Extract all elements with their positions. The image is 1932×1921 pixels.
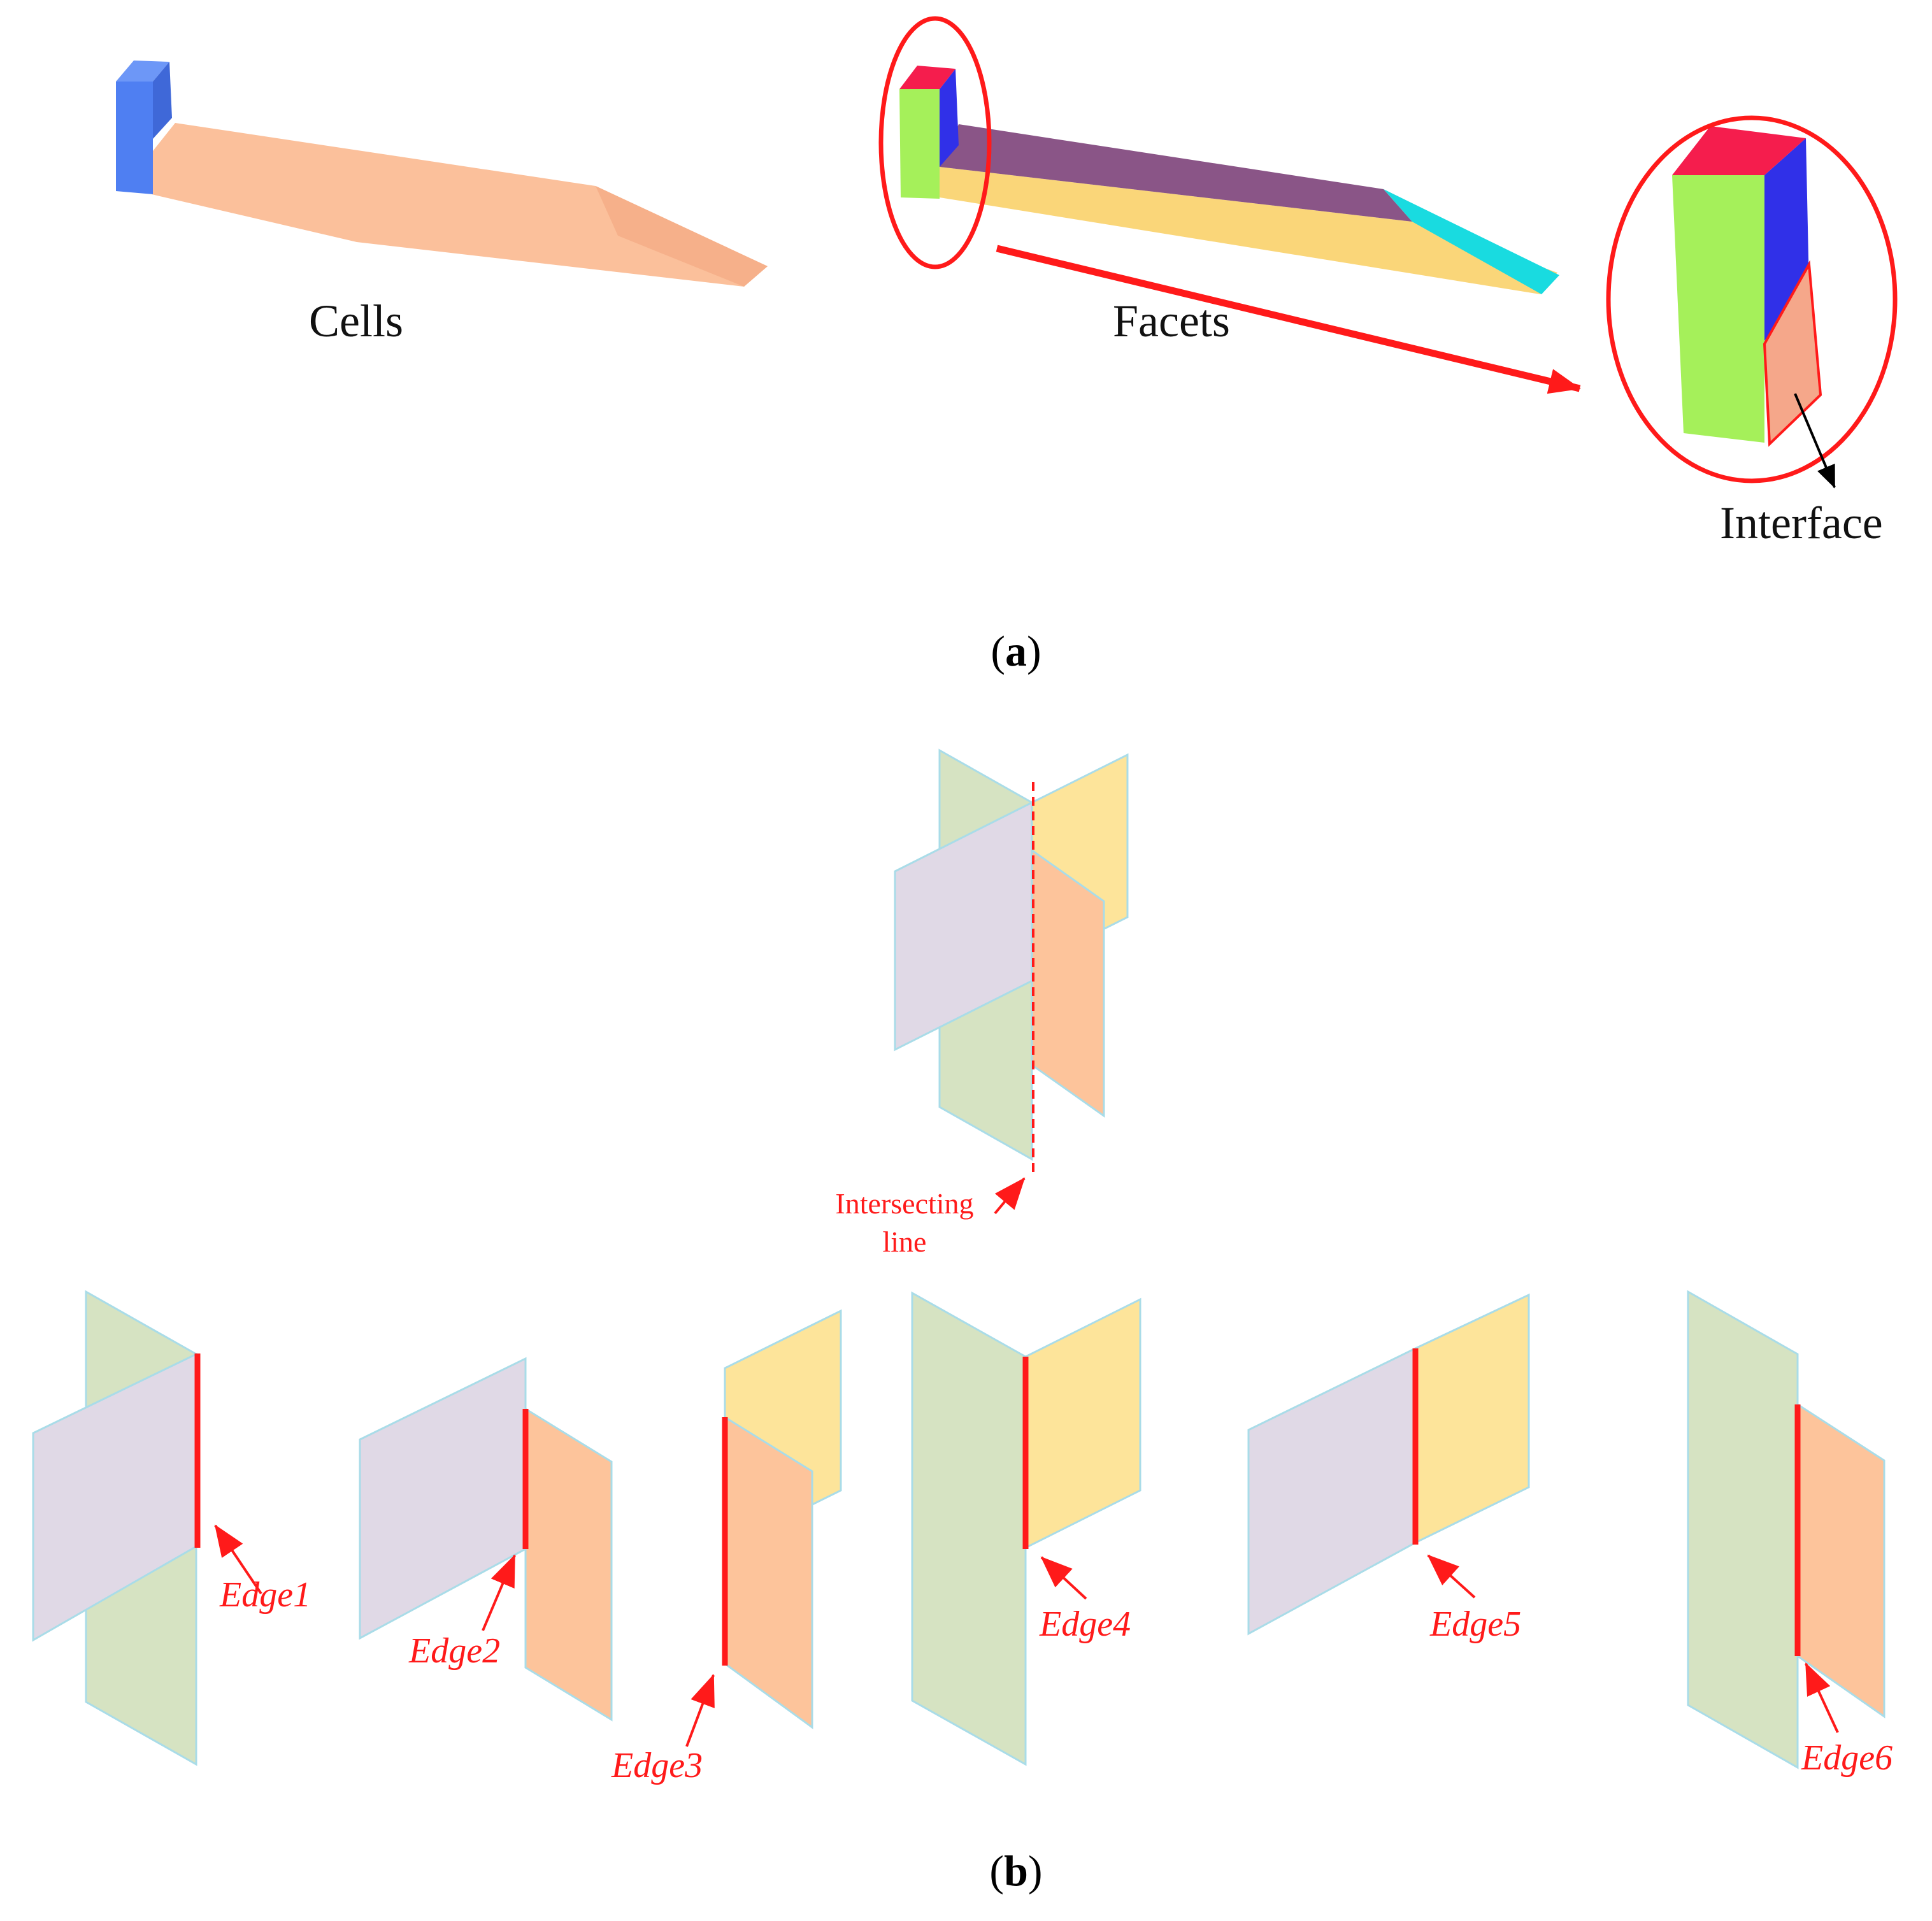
facet-purple-top [940, 124, 1412, 222]
interface-pointer [1794, 393, 1836, 489]
edge6-figure: Edge6 [1687, 1290, 1893, 1778]
edge4-plane-green [911, 1291, 1027, 1766]
edge5-figure: Edge5 [1247, 1293, 1530, 1644]
zoom-arrow [996, 245, 1581, 394]
edge6-label: Edge6 [1801, 1738, 1893, 1778]
edge4-pointer [1040, 1556, 1087, 1600]
facet-red-top [899, 66, 955, 89]
interface-label: Interface [1720, 497, 1883, 548]
panel-a: Cells Facets Interface (a) [116, 16, 1898, 675]
intersecting-line-pointer [994, 1177, 1026, 1215]
edge6-plane-orange [1796, 1403, 1885, 1718]
edge1-label: Edge1 [219, 1575, 311, 1615]
edge2-label: Edge2 [408, 1631, 500, 1671]
intersecting-line-label-2: line [883, 1225, 927, 1258]
edge4-label: Edge4 [1039, 1604, 1131, 1644]
facets-model [899, 66, 1559, 294]
edge3-pointer [685, 1674, 715, 1747]
cell-peach-beam [152, 123, 768, 287]
edge2-pointer [482, 1554, 516, 1631]
facet-yellow-bottom [940, 167, 1557, 294]
edge4-figure: Edge4 [911, 1291, 1141, 1766]
edge3-label: Edge3 [611, 1746, 703, 1785]
facet-blue-side [940, 69, 959, 167]
highlight-ellipse-large [1606, 115, 1898, 483]
panel-a-label: (a) [991, 627, 1041, 675]
cell-peach-beam-shade [596, 186, 768, 287]
cell-blue-block-top [116, 61, 169, 82]
intersecting-line-label-1: Intersecting [835, 1187, 973, 1220]
interface-face [1763, 260, 1822, 447]
panel-b-label: (b) [989, 1846, 1042, 1895]
edge5-plane-yellow [1414, 1293, 1530, 1545]
cells-model [116, 61, 768, 287]
edge6-pointer [1805, 1662, 1839, 1733]
highlight-ellipse-small [878, 16, 992, 269]
edge3-plane-orange [724, 1415, 813, 1729]
zoom-green-face [1672, 175, 1764, 443]
edge2-plane-lavender [359, 1357, 527, 1640]
edge5-label: Edge5 [1429, 1604, 1521, 1644]
edge1-pointer [214, 1524, 262, 1595]
edge5-plane-lavender [1247, 1346, 1417, 1636]
cell-blue-block-front [116, 82, 153, 194]
zoom-red-top [1672, 126, 1806, 175]
facets-label: Facets [1113, 296, 1230, 346]
edge4-plane-yellow [1024, 1297, 1141, 1550]
edge2-figure: Edge2 [359, 1357, 613, 1722]
cell-blue-block-side [153, 62, 172, 139]
edge3-figure: Edge3 [611, 1309, 842, 1785]
edge5-pointer [1427, 1554, 1476, 1599]
edge1-figure: Edge1 [32, 1290, 311, 1766]
intersection-figure [894, 748, 1129, 1215]
cells-label: Cells [309, 296, 403, 346]
panel-b: Intersecting line Edge1 Edge2 Edge3 [32, 748, 1893, 1895]
edge6-plane-green [1687, 1290, 1799, 1769]
facet-cyan-end [1384, 189, 1559, 294]
zoomed-block [1672, 126, 1822, 447]
facet-green-front [899, 89, 940, 199]
edge2-plane-orange [524, 1407, 613, 1722]
